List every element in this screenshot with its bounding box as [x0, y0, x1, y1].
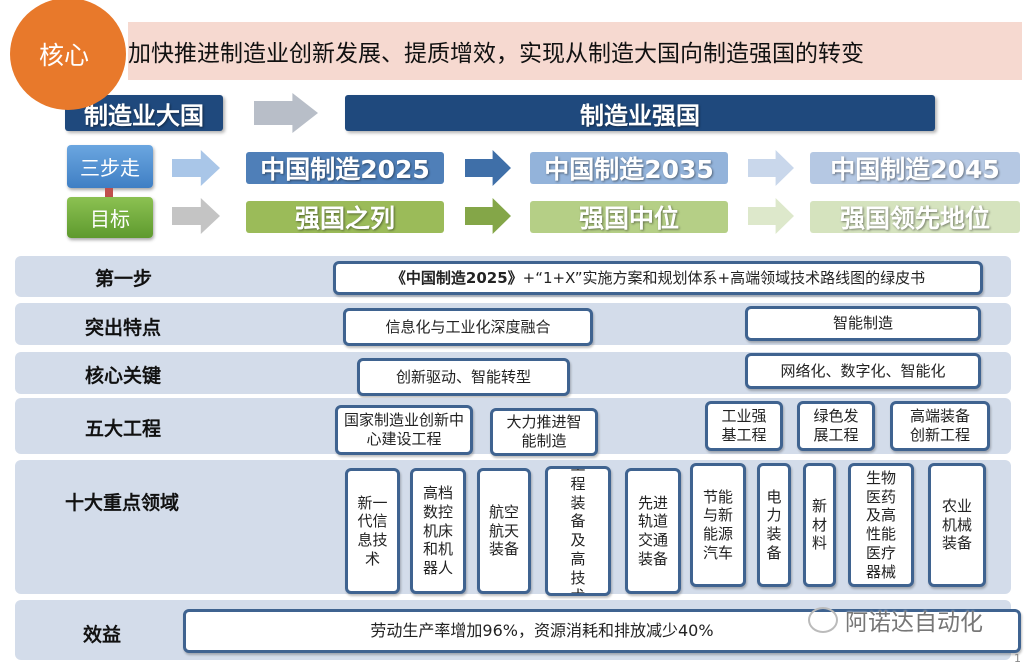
step-2045: 中国制造2045	[810, 152, 1020, 184]
goal-1: 强国之列	[246, 201, 444, 233]
key-box: 网络化、数字化、智能化	[745, 353, 981, 389]
feature-box: 信息化与工业化深度融合	[343, 308, 593, 346]
field-box: 新一代信息技术	[345, 468, 400, 594]
arrow-icon	[748, 198, 794, 234]
field-box: 节能与新能源汽车	[690, 463, 746, 587]
field-box: 海洋工程装备及高技术船舶	[545, 466, 611, 596]
page-number: 1	[1014, 652, 1021, 665]
goal-label: 目标	[67, 197, 153, 238]
arrow-icon	[465, 198, 511, 234]
watermark: 阿诺达自动化	[845, 610, 983, 636]
arrow-icon	[172, 198, 220, 234]
key-box: 创新驱动、智能转型	[357, 358, 570, 396]
row-label: 效益	[83, 624, 122, 646]
field-box: 先进轨道交通装备	[625, 468, 681, 594]
field-box: 新材料	[803, 463, 836, 587]
project-box: 国家制造业创新中心建设工程	[335, 405, 473, 455]
project-box: 大力推进智能制造	[490, 408, 598, 456]
row-label: 核心关键	[85, 365, 162, 387]
wechat-icon	[808, 607, 838, 633]
first-step-text: +“1+X”实施方案和规划体系+高端领域技术路线图的绿皮书	[522, 268, 926, 287]
first-step-box: 《中国制造2025》+“1+X”实施方案和规划体系+高端领域技术路线图的绿皮书	[333, 261, 983, 295]
arrow-icon	[254, 93, 318, 133]
field-box: 航空航天装备	[477, 468, 531, 594]
project-box: 高端装备创新工程	[890, 401, 990, 451]
goal-3: 强国领先地位	[810, 201, 1020, 233]
goal-2: 强国中位	[530, 201, 728, 233]
benefit-box: 劳动生产率增加96%，资源消耗和排放减少40%	[183, 609, 1021, 653]
field-box: 生物医药及高性能医疗器械	[848, 463, 914, 587]
arrow-icon	[465, 150, 511, 186]
field-box: 电力装备	[757, 463, 791, 587]
arrow-icon	[748, 150, 794, 186]
project-box: 工业强基工程	[705, 401, 783, 451]
step-2025: 中国制造2025	[246, 152, 444, 184]
core-statement: 加快推进制造业创新发展、提质增效，实现从制造大国向制造强国的转变	[128, 22, 1022, 80]
field-box: 高档数控机床和机器人	[410, 468, 466, 594]
manufacturing-strong-country: 制造业强国	[345, 95, 935, 131]
core-badge: 核心	[10, 0, 126, 110]
step-2035: 中国制造2035	[530, 152, 728, 184]
book-title: 《中国制造2025》	[390, 268, 523, 287]
arrow-icon	[172, 150, 220, 186]
field-box: 农业机械装备	[928, 463, 986, 587]
project-box: 绿色发展工程	[797, 401, 875, 451]
row-label: 突出特点	[85, 317, 162, 339]
feature-box: 智能制造	[745, 306, 981, 341]
row-label: 第一步	[95, 268, 153, 290]
row-label: 十大重点领域	[65, 492, 180, 514]
three-steps-label: 三步走	[67, 145, 153, 188]
manufacturing-large-country: 制造业大国	[65, 95, 223, 131]
row-label: 五大工程	[85, 418, 162, 440]
connector	[105, 188, 113, 197]
